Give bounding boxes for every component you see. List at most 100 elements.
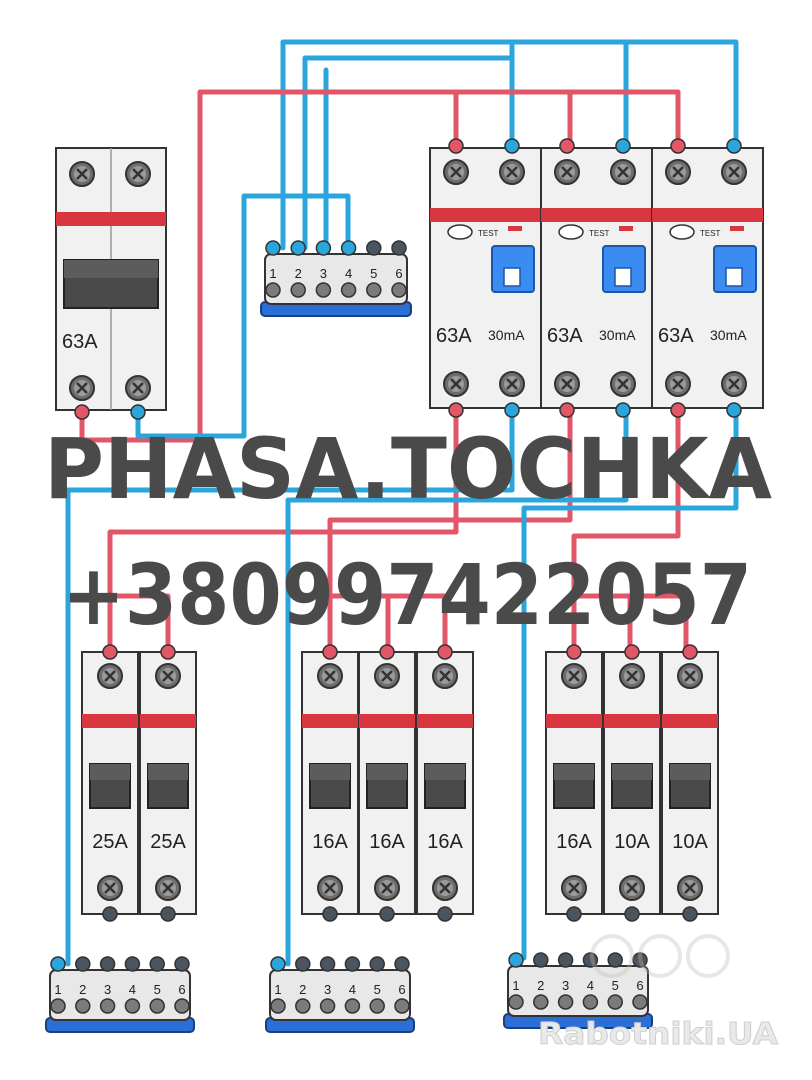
- terminal-dot: [508, 952, 524, 968]
- block-screw: [632, 994, 648, 1010]
- terminal-number: 2: [79, 982, 86, 997]
- red-band: [302, 714, 358, 728]
- red-band: [140, 714, 196, 728]
- screw-slot: [104, 882, 116, 894]
- terminal-dot: [124, 956, 141, 972]
- block-screw: [319, 998, 336, 1014]
- rcd-sensitivity: 30mA: [488, 327, 525, 343]
- screw-slot: [381, 882, 393, 894]
- neutral-terminal-dot: [130, 404, 146, 420]
- terminal-dot: [607, 952, 623, 968]
- red-band: [417, 714, 473, 728]
- screw-slot: [506, 378, 518, 390]
- red-band: [56, 212, 166, 226]
- main-breaker-rating: 63A: [62, 331, 98, 353]
- phase-wire: [107, 593, 171, 655]
- test-label: TEST: [700, 229, 721, 238]
- branch-breaker: 25A: [139, 644, 197, 922]
- neutral-wire: [65, 407, 515, 967]
- neutral-terminal-dot: [504, 138, 520, 154]
- phase-terminal-dot: [437, 644, 453, 660]
- block-screw: [607, 994, 623, 1010]
- phase-wire: [327, 593, 448, 655]
- red-band: [82, 714, 138, 728]
- block-screw: [340, 282, 357, 298]
- screw-slot: [626, 882, 638, 894]
- terminal-number: 3: [320, 266, 327, 281]
- screw-slot: [684, 882, 696, 894]
- screw-slot: [684, 670, 696, 682]
- phase-terminal-dot: [322, 644, 338, 660]
- screw-slot: [561, 166, 573, 178]
- screw-slot: [450, 166, 462, 178]
- screw-slot: [132, 168, 144, 180]
- watermark-phone: +380997422057: [62, 546, 752, 644]
- terminal-dot: [366, 240, 382, 256]
- screw-slot: [617, 378, 629, 390]
- terminal-dot: [319, 956, 336, 972]
- phase-terminal-dot: [682, 644, 698, 660]
- rcd-toggle-window: [725, 267, 743, 287]
- red-band: [359, 714, 415, 728]
- rcd-rating: 63A: [436, 325, 472, 347]
- block-screw: [369, 998, 385, 1014]
- breaker-rating: 16A: [369, 831, 405, 853]
- terminal-number: 4: [129, 982, 136, 997]
- block-screw: [582, 994, 599, 1010]
- terminal-number: 3: [104, 982, 111, 997]
- breaker-rating: 10A: [614, 831, 650, 853]
- block-screw: [533, 994, 549, 1010]
- block-screw: [270, 998, 286, 1014]
- neutral-wire: [521, 407, 739, 961]
- terminal-number: 6: [636, 978, 643, 993]
- terminal-number: 6: [395, 266, 402, 281]
- phase-terminal-dot: [160, 644, 176, 660]
- red-band: [604, 714, 660, 728]
- block-screw: [295, 998, 311, 1014]
- branch-breaker: 16A: [358, 644, 416, 922]
- rcd-sensitivity: 30mA: [710, 327, 747, 343]
- screw-slot: [728, 378, 740, 390]
- terminal-dot: [174, 956, 190, 972]
- terminal-dot: [149, 956, 165, 972]
- breaker-rating: 25A: [150, 831, 186, 853]
- block-screw: [344, 998, 361, 1014]
- toggle-handle-top: [425, 764, 465, 780]
- branch-breaker: 16A: [545, 644, 603, 922]
- terminal-number: 2: [537, 978, 544, 993]
- terminal-number: 4: [345, 266, 352, 281]
- block-screw: [315, 282, 332, 298]
- red-band: [652, 208, 763, 222]
- phase-terminal-dot: [559, 138, 575, 154]
- rcd-rating: 63A: [658, 325, 694, 347]
- rcd-3: TEST 63A 30mA: [651, 138, 764, 418]
- test-button: [447, 224, 473, 240]
- block-screw: [391, 282, 407, 298]
- neutral-wire: [302, 55, 515, 251]
- block-screw: [50, 998, 66, 1014]
- screw-slot: [439, 882, 451, 894]
- terminal-number: 2: [299, 982, 306, 997]
- trip-indicator: [508, 226, 522, 231]
- phase-terminal-dot: [559, 402, 575, 418]
- main-breaker: 63A: [55, 147, 167, 420]
- rcd-sensitivity: 30mA: [599, 327, 636, 343]
- terminal-dot: [632, 952, 648, 968]
- screw-slot: [381, 670, 393, 682]
- rcd-rating: 63A: [547, 325, 583, 347]
- branch-breaker: 16A: [416, 644, 474, 922]
- test-button: [558, 224, 584, 240]
- phase-wire: [571, 593, 689, 655]
- terminal-dot: [369, 956, 385, 972]
- screw-slot: [626, 670, 638, 682]
- neutral-terminal-dot: [726, 138, 742, 154]
- branch-breaker: 10A: [603, 644, 661, 922]
- terminal-number: 5: [612, 978, 619, 993]
- terminal-number: 1: [269, 266, 276, 281]
- breaker-rating: 16A: [312, 831, 348, 853]
- load-terminal-dot: [566, 906, 582, 922]
- terminal-number: 6: [178, 982, 185, 997]
- screw-slot: [104, 670, 116, 682]
